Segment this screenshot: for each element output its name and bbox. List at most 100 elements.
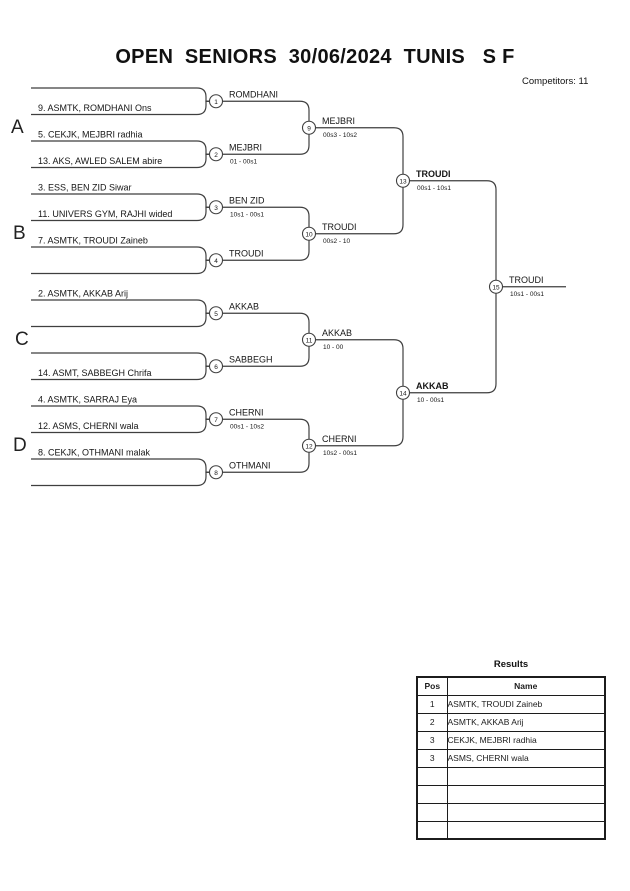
bracket-connector xyxy=(216,206,310,234)
match-number: 5 xyxy=(214,311,218,318)
result-pos: 3 xyxy=(416,730,448,750)
bracket-connector xyxy=(216,312,310,340)
results-col-pos: Pos xyxy=(416,676,448,696)
winner-name: TROUDI xyxy=(509,275,544,285)
table-row: 3 CEKJK, MEJBRI radhia xyxy=(416,730,606,750)
results-title: Results xyxy=(493,659,529,670)
match-number: 10 xyxy=(305,231,313,238)
winner-name: TROUDI xyxy=(416,169,451,179)
table-row: 3 ASMS, CHERNI wala xyxy=(416,748,606,768)
winner-name: SABBEGH xyxy=(229,354,273,364)
match-number: 2 xyxy=(214,152,218,159)
bracket-line xyxy=(31,299,216,314)
winner-name: OTHMANI xyxy=(229,460,271,470)
result-pos xyxy=(416,784,448,804)
results-panel: Results Pos Name 1 ASMTK, TROUDI Zaineb … xyxy=(416,659,606,840)
bracket-connector xyxy=(216,339,310,367)
competitor-name: 5. CEKJK, MEJBRI radhia xyxy=(38,130,143,140)
bracket-line xyxy=(31,140,216,155)
bracket-line xyxy=(31,193,216,208)
bracket-line xyxy=(31,206,216,222)
winner-name: TROUDI xyxy=(229,248,264,258)
result-name: ASMS, CHERNI wala xyxy=(446,748,606,768)
match-score: 00s1 - 10s1 xyxy=(417,185,451,192)
tournament-bracket: A B C D xyxy=(11,87,566,487)
page-title: OPEN SENIORS 30/06/2024 TUNIS S F xyxy=(115,46,515,68)
result-pos: 1 xyxy=(416,694,448,714)
bracket-line xyxy=(31,246,216,261)
bracket-line xyxy=(31,87,216,102)
competitors-count: Competitors: 11 xyxy=(522,76,589,87)
bracket-connector xyxy=(216,233,310,261)
match-circle xyxy=(208,94,224,109)
result-pos xyxy=(416,820,448,840)
bracket-connector xyxy=(216,445,310,473)
bracket-line xyxy=(31,352,216,367)
competitor-name: 3. ESS, BEN ZID Siwar xyxy=(38,183,132,193)
match-score: 10 - 00s1 xyxy=(417,397,444,404)
match-number: 13 xyxy=(399,178,407,185)
table-row xyxy=(416,766,606,786)
competitor-name: 8. CEKJK, OTHMANI malak xyxy=(38,448,151,458)
table-row: 2 ASMTK, AKKAB Arij xyxy=(416,712,606,732)
table-row xyxy=(416,802,606,822)
match-circle xyxy=(488,279,504,294)
table-row xyxy=(416,784,606,804)
competitor-name: 9. ASMTK, ROMDHANI Ons xyxy=(38,103,152,113)
bracket-connector xyxy=(216,100,310,128)
competitor-name: 14. ASMT, SABBEGH Chrifa xyxy=(38,368,152,378)
section-label-b: B xyxy=(13,223,26,244)
winner-name: TROUDI xyxy=(322,222,357,232)
bracket-line xyxy=(31,153,216,169)
winner-name: MEJBRI xyxy=(229,142,262,152)
match-circle xyxy=(301,226,317,241)
competitor-name: 11. UNIVERS GYM, RAJHI wided xyxy=(38,209,172,219)
match-circle xyxy=(208,465,224,480)
bracket-connector xyxy=(309,392,404,447)
results-table: Pos Name 1 ASMTK, TROUDI Zaineb 2 ASMTK,… xyxy=(416,676,606,840)
match-circle xyxy=(301,438,317,453)
bracket-connector xyxy=(403,286,497,394)
winner-name: AKKAB xyxy=(229,301,259,311)
match-circle xyxy=(301,120,317,135)
result-pos: 2 xyxy=(416,712,448,732)
bracket-connector xyxy=(309,127,404,181)
competitor-name: 13. AKS, AWLED SALEM abire xyxy=(38,156,162,166)
result-name xyxy=(446,766,606,786)
match-score: 10s1 - 00s1 xyxy=(230,211,264,218)
match-score: 00s3 - 10s2 xyxy=(323,132,357,139)
winner-name: BEN ZID xyxy=(229,195,265,205)
results-col-name: Name xyxy=(446,676,606,696)
results-header-row: Pos Name xyxy=(416,676,606,696)
competitor-name: 4. ASMTK, SARRAJ Eya xyxy=(38,395,137,405)
bracket-line xyxy=(31,471,216,487)
section-label-a: A xyxy=(11,117,24,138)
table-row: 1 ASMTK, TROUDI Zaineb xyxy=(416,694,606,714)
match-number: 15 xyxy=(492,284,500,291)
match-score: 00s1 - 10s2 xyxy=(230,423,264,430)
winner-name: CHERNI xyxy=(322,434,357,444)
bracket-line xyxy=(31,458,216,473)
bracket-connector xyxy=(309,339,404,393)
bracket-line xyxy=(31,405,216,420)
match-score: 00s2 - 10 xyxy=(323,238,350,245)
winner-name: MEJBRI xyxy=(322,116,355,126)
result-name: ASMTK, TROUDI Zaineb xyxy=(446,694,606,714)
match-number: 4 xyxy=(214,258,218,265)
match-number: 12 xyxy=(305,443,313,450)
match-circle xyxy=(208,412,224,427)
result-pos xyxy=(416,766,448,786)
winner-name: AKKAB xyxy=(416,381,449,391)
match-circle xyxy=(208,253,224,268)
match-circle xyxy=(208,200,224,215)
match-number: 9 xyxy=(307,125,311,132)
result-name xyxy=(446,784,606,804)
match-score: 10s1 - 00s1 xyxy=(510,291,544,298)
match-number: 1 xyxy=(214,99,218,106)
bracket-connector xyxy=(309,180,404,235)
competitor-name: 12. ASMS, CHERNI wala xyxy=(38,421,139,431)
section-label-d: D xyxy=(13,435,27,456)
match-number: 3 xyxy=(214,205,218,212)
table-row xyxy=(416,820,606,840)
bracket-line xyxy=(31,365,216,381)
